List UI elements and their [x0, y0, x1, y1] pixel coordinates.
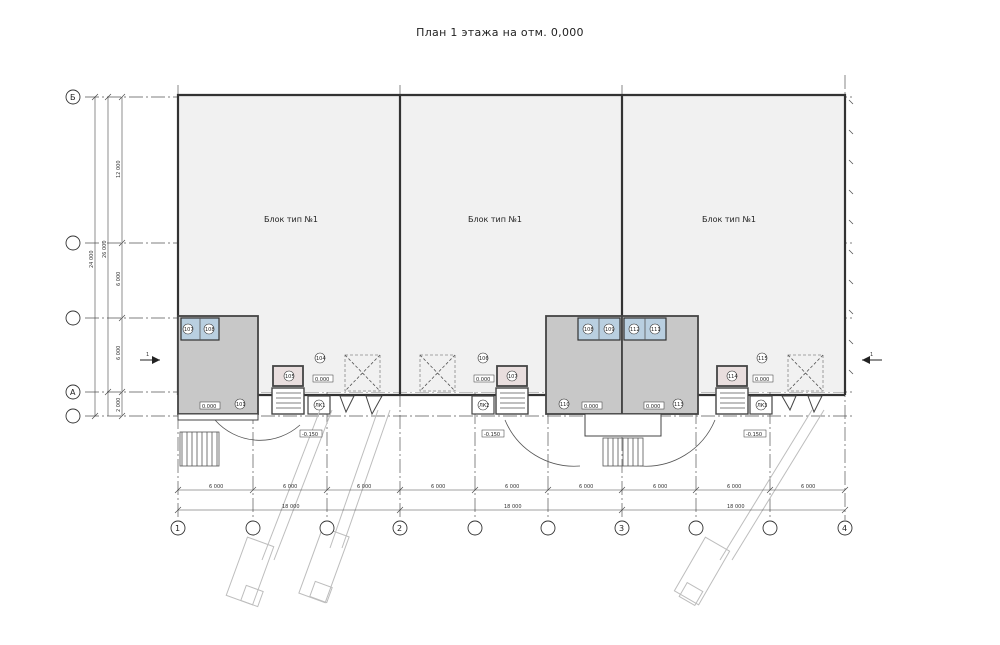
- level-1: 0.000: [202, 404, 216, 410]
- room-b3-1: 112: [630, 327, 640, 333]
- room-b1-6: ЛК1: [315, 403, 326, 409]
- axis-label-2: 2: [397, 524, 402, 533]
- room-b2-2: 107: [508, 374, 518, 380]
- trucks: [225, 409, 825, 608]
- dim-b7: 6 000: [653, 484, 667, 490]
- dim-b8: 6 000: [727, 484, 741, 490]
- axis-label-4: 4: [842, 524, 847, 533]
- room-b1-3: 101: [236, 402, 246, 408]
- gate-doors: [339, 395, 823, 416]
- bottom-dimensions: [174, 486, 849, 514]
- section-label-left: 1: [146, 352, 149, 358]
- room-b1-1: 107: [184, 327, 194, 333]
- level-7: -0.150: [302, 432, 318, 438]
- room-markers: [182, 323, 768, 411]
- room-b2-5: 108: [584, 327, 594, 333]
- room-b3-5: 114: [728, 374, 738, 380]
- dim-b1: 6 000: [209, 484, 223, 490]
- dim-left-2: 6 000: [116, 272, 122, 286]
- dim-b3: 6 000: [357, 484, 371, 490]
- axis-bubbles: [65, 89, 853, 536]
- room-b1-2: 108: [205, 327, 215, 333]
- block-label-1: Блок тип №1: [264, 215, 318, 224]
- room-b1-5: 104: [316, 356, 326, 362]
- level-2: 0.000: [315, 377, 329, 383]
- block-label-2: Блок тип №1: [468, 215, 522, 224]
- axis-label-3: 3: [619, 524, 624, 533]
- level-5: 0.000: [646, 404, 660, 410]
- level-3: 0.000: [476, 377, 490, 383]
- room-b2-6: 109: [605, 327, 615, 333]
- block1-core: [177, 315, 381, 467]
- dim-left-total-a: 24 000: [89, 251, 95, 269]
- room-b3-3: 113: [674, 402, 684, 408]
- dim-b4: 6 000: [431, 484, 445, 490]
- room-b3-4: 115: [758, 356, 768, 362]
- dim-left-3: 6 000: [116, 346, 122, 360]
- halls: [178, 95, 845, 392]
- room-b2-1: 106: [479, 356, 489, 362]
- dim-total-2: 18 000: [504, 504, 522, 510]
- section-label-right: 1: [870, 352, 873, 358]
- dim-left-total-b: 26 000: [102, 241, 108, 259]
- dim-total-3: 18 000: [727, 504, 745, 510]
- dim-b5: 6 000: [505, 484, 519, 490]
- room-b2-4: 110: [560, 402, 570, 408]
- dim-b9: 6 000: [801, 484, 815, 490]
- level-4: 0.000: [584, 404, 598, 410]
- room-b3-2: 111: [651, 327, 661, 333]
- axis-label-1: 1: [175, 524, 180, 533]
- room-b3-6: ЛК3: [757, 403, 768, 409]
- level-9: -0.150: [746, 432, 762, 438]
- dim-total-1: 18 000: [282, 504, 300, 510]
- drawing-title: План 1 этажа на отм. 0,000: [416, 26, 584, 39]
- dim-b6: 6 000: [579, 484, 593, 490]
- dim-left-4: 2 000: [116, 398, 122, 412]
- block-label-3: Блок тип №1: [702, 215, 756, 224]
- level-boxes: [199, 374, 774, 438]
- room-b1-4: 105: [285, 374, 295, 380]
- room-b2-3: ЛК2: [479, 403, 490, 409]
- left-dimensions: [91, 93, 126, 420]
- dim-b2: 6 000: [283, 484, 297, 490]
- section-marks: [140, 356, 882, 364]
- dim-left-1: 12 000: [116, 161, 122, 179]
- axis-label-b: Б: [70, 93, 76, 102]
- level-6: 0.000: [755, 377, 769, 383]
- level-8: -0.150: [484, 432, 500, 438]
- axis-label-a: А: [70, 388, 76, 397]
